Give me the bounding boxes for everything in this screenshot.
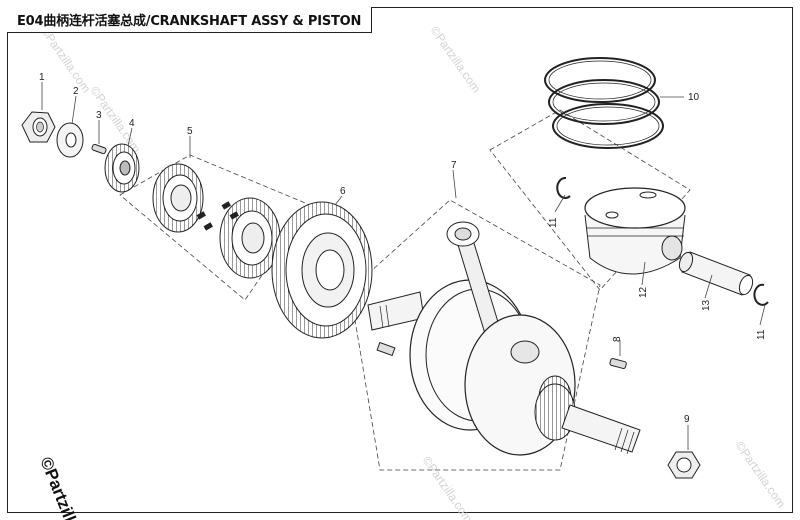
diagram-title: E04曲柄连杆活塞总成/CRANKSHAFT ASSY & PISTON [7,7,373,33]
part-4-drive-gear [104,143,140,193]
corner-watermark: ©Partzilla [36,454,83,520]
callout-5: 5 [187,126,193,137]
watermark-1: ©Partzilla.com [38,24,94,96]
part-3-pin [91,143,107,155]
callout-1: 1 [39,72,45,83]
callout-10: 10 [688,92,700,103]
part-1-nut [21,111,56,143]
callout-11-upper: 11 [548,217,559,228]
watermark-3: ©Partzilla.com [428,24,484,96]
callout-9: 9 [684,414,690,425]
callout-4: 4 [129,118,135,129]
part-8-key [609,358,627,370]
callout-2: 2 [73,86,79,97]
callout-7: 7 [451,160,457,171]
callout-12: 12 [638,286,649,298]
callout-labels: 1 2 3 4 5 6 7 8 9 10 11 12 13 11 [39,72,767,425]
part-9-nut [667,451,701,479]
leader-lines [41,82,766,450]
part-6-primary-gear [271,201,373,339]
watermark-4: ©Partzilla.com [420,454,476,520]
callout-13: 13 [701,299,712,311]
watermark-5: ©Partzilla.com [733,439,789,511]
watermark-layer: ©Partzilla.com ©Partzilla.com ©Partzilla… [38,24,789,520]
part-2-washer [56,122,84,158]
part-11-circlip-upper [556,176,571,199]
part-5-gear-assembly [152,163,281,279]
part-10-piston-rings [544,57,664,149]
part-12-piston [584,187,686,275]
callout-8: 8 [612,336,623,342]
callout-3: 3 [96,110,102,121]
piston-group-outline [489,109,691,291]
callout-11-lower: 11 [756,329,767,340]
part-13-piston-pin [678,251,754,296]
part-11-circlip-lower [753,283,769,306]
crankshaft-group-outline [349,199,601,471]
diagram-frame [7,7,793,513]
part-7-crankshaft [367,221,641,456]
corner-watermark-text: ©Partzilla [36,454,83,520]
callout-6: 6 [340,186,346,197]
